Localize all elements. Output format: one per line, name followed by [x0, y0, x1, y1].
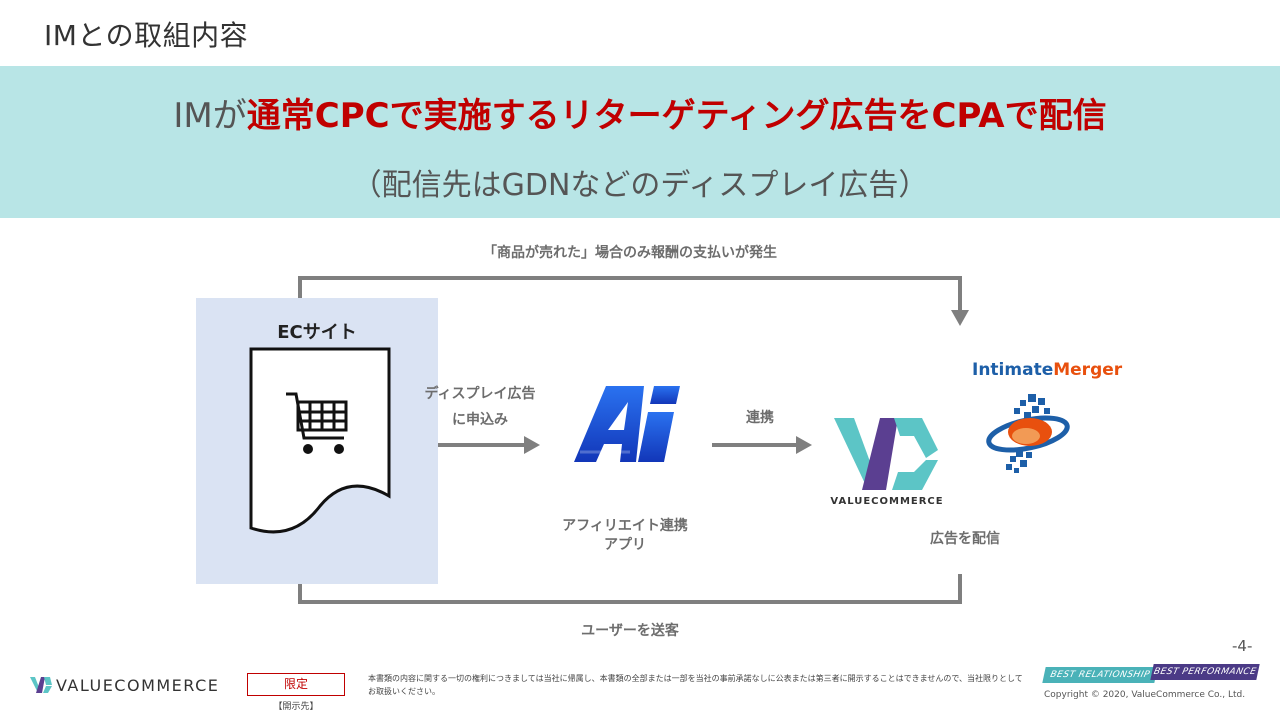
affiliate-app-label-line1: アフィリエイト連携 — [562, 518, 688, 534]
limited-sub-label: 【開示先】 — [273, 702, 319, 712]
slide-title: IMとの取組内容 — [44, 19, 249, 52]
headline-subline: （配信先はGDNなどのディスプレイ広告） — [351, 168, 929, 203]
top-flow-label: 「商品が売れた」場合のみ報酬の支払いが発生 — [483, 245, 777, 261]
display-ad-label-line2: に申込み — [452, 412, 508, 428]
display-ad-label: ディスプレイ広告 に申込み — [410, 381, 550, 433]
intimatemerger-logo-icon — [986, 394, 1070, 473]
valuecommerce-logo-icon — [834, 418, 938, 490]
footer-valuecommerce-logo-icon — [30, 677, 52, 693]
link-label: 連携 — [746, 410, 774, 426]
shopping-cart-icon — [286, 392, 348, 440]
copyright: Copyright © 2020, ValueCommerce Co., Ltd… — [1044, 690, 1246, 700]
headline-prefix: IMが — [173, 96, 247, 136]
best-relationship-tag: BEST RELATIONSHIP — [1042, 667, 1158, 683]
headline: IMが通常CPCで実施するリターゲティング広告をCPAで配信 — [0, 88, 1280, 137]
bottom-flow-arrow — [298, 568, 962, 604]
affiliate-app-label-line2: アプリ — [604, 537, 646, 553]
headline-highlight: 通常CPCで実施するリターゲティング広告をCPAで配信 — [246, 96, 1107, 136]
limited-badge: 限定 — [247, 673, 345, 696]
display-ad-arrowhead — [524, 436, 540, 454]
deliver-ad-label: 広告を配信 — [930, 531, 1000, 547]
footer-brand: VALUECOMMERCE — [56, 676, 220, 695]
page-number: -4- — [1232, 637, 1253, 655]
best-performance-tag: BEST PERFORMANCE — [1150, 664, 1260, 680]
affiliate-app-label: アフィリエイト連携 アプリ — [540, 517, 710, 555]
intimatemerger-logo-text: IntimateMerger — [972, 360, 1123, 380]
top-flow-arrow — [298, 276, 962, 314]
ec-site-label: ECサイト — [277, 322, 357, 343]
display-ad-label-line1: ディスプレイ広告 — [424, 386, 536, 402]
top-flow-arrowhead — [951, 310, 969, 326]
headline-banner — [0, 66, 1280, 218]
link-arrowhead — [796, 436, 812, 454]
disclaimer-text: 本書類の内容に関する一切の権利につきましては当社に帰属し、本書類の全部または一部… — [368, 674, 1023, 696]
bottom-flow-label: ユーザーを送客 — [581, 623, 679, 639]
ai-app-logo-icon — [574, 386, 680, 462]
valuecommerce-logo-text: VALUECOMMERCE — [830, 496, 944, 507]
ec-document-icon — [249, 347, 391, 534]
